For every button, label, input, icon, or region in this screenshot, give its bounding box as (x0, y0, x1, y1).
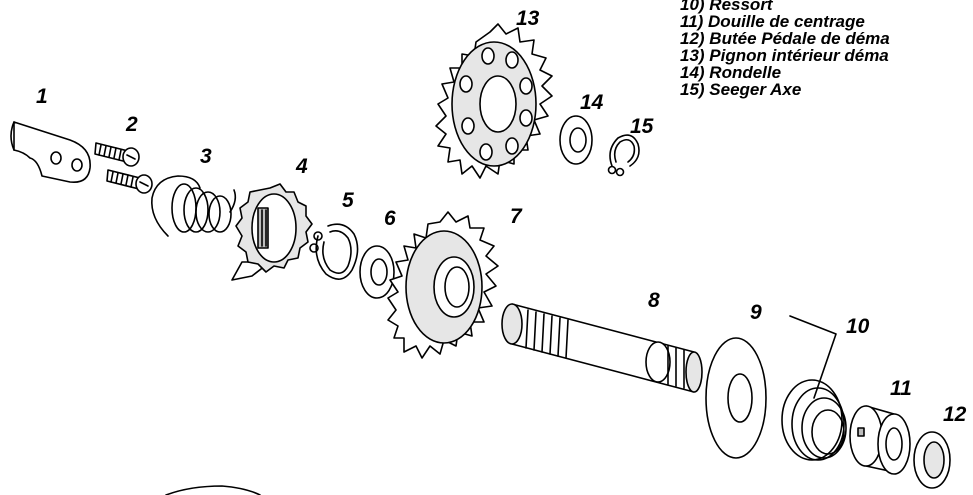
callout-1: 1 (36, 85, 48, 108)
legend-item-12: 12) Butée Pédale de déma (680, 29, 890, 48)
partial-part-bottom-edge (165, 485, 261, 495)
callout-11: 11 (890, 377, 912, 400)
part-11-centering-bushing (849, 405, 911, 475)
part-1-lever-plate (10, 121, 91, 184)
part-6-washer (359, 245, 395, 299)
callout-9: 9 (750, 301, 762, 324)
callout-6: 6 (384, 207, 396, 230)
part-4-ratchet (231, 183, 313, 281)
callout-14: 14 (580, 91, 604, 114)
callout-2: 2 (126, 113, 138, 136)
part-14-small-washer (559, 115, 593, 165)
legend-item-10: 10) Ressort (680, 0, 773, 14)
legend-item-11: 11) Douille de centrage (680, 12, 865, 31)
callout-13: 13 (516, 7, 540, 30)
parts-legend: 10) Ressort 11) Douille de centrage 12) … (680, 0, 890, 98)
callout-12: 12 (943, 403, 967, 426)
legend-item-14: 14) Rondelle (680, 63, 782, 82)
part-12-stop-ring (913, 431, 951, 489)
callout-7: 7 (510, 205, 522, 228)
callout-5: 5 (342, 189, 354, 212)
part-2-screws (94, 142, 153, 194)
part-15-small-circlip (607, 134, 640, 177)
part-3-coil-spring (151, 175, 237, 237)
callout-15: 15 (630, 115, 654, 138)
legend-item-13: 13) Pignon intérieur déma (680, 46, 889, 65)
callout-3: 3 (200, 145, 212, 168)
part-5-circlip (309, 223, 359, 280)
part-7-gear (387, 211, 499, 359)
part-9-washer-disc (705, 337, 767, 459)
legend-item-15: 15) Seeger Axe (680, 80, 802, 99)
callout-10: 10 (846, 315, 870, 338)
part-8-shaft (501, 303, 703, 393)
callout-4: 4 (296, 155, 308, 178)
part-13-inner-starter-gear (435, 23, 553, 179)
part-10-torsion-spring (781, 315, 847, 461)
callout-8: 8 (648, 289, 660, 312)
